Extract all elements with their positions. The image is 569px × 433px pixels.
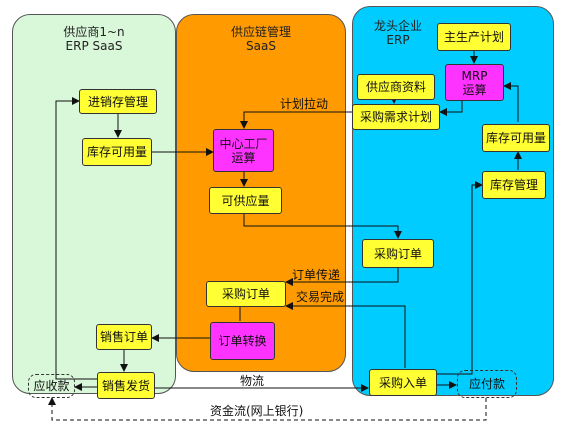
edge-supply-to-purchaseorder-core (243, 214, 402, 239)
lane-scm-title-line2: SaaS (246, 39, 276, 53)
node-available-stock-core[interactable]: 库存可用量 (482, 124, 550, 152)
node-mrp-calc[interactable]: MRP 运算 (445, 64, 504, 101)
lane-core-title-line1: 龙头企业 (373, 19, 422, 33)
lane-scm-title-line1: 供应链管理 (230, 25, 291, 39)
lane-supplier-title-line2: ERP SaaS (65, 39, 123, 53)
node-order-convert[interactable]: 订单转换 (210, 322, 275, 360)
node-purchase-receipt[interactable]: 采购入单 (369, 369, 437, 396)
node-inventory-mgmt-core[interactable]: 库存管理 (482, 171, 546, 199)
label-order-transfer: 订单传递 (292, 268, 341, 282)
node-purchase-order-scm[interactable]: 采购订单 (206, 281, 286, 307)
edge-receipt-to-invmgmt (432, 181, 483, 375)
node-sales-shipment[interactable]: 销售发货 (97, 372, 155, 399)
edge-order-transfer (285, 268, 399, 286)
edge-plandemand-to-central (240, 111, 352, 129)
lane-supplier: 供应商1~n ERP SaaS (12, 14, 176, 394)
lane-core-title-line2: ERP (386, 33, 410, 47)
edge-mrp-to-plandemand (439, 101, 463, 116)
node-master-production-plan[interactable]: 主生产计划 (437, 23, 511, 51)
node-available-stock-supplier[interactable]: 库存可用量 (82, 138, 152, 166)
label-cash-flow: 资金流(网上银行) (210, 404, 304, 418)
label-plan-pull: 计划拉动 (280, 97, 329, 111)
edge-stock-to-mrp (503, 82, 519, 122)
label-logistics: 物流 (240, 374, 265, 388)
node-inventory-mgmt-supplier[interactable]: 进销存管理 (79, 89, 157, 114)
node-purchase-order-core[interactable]: 采购订单 (362, 239, 434, 268)
node-central-factory-calc[interactable]: 中心工厂 运算 (213, 129, 274, 172)
node-receivable[interactable]: 应收款 (28, 374, 75, 398)
edge-cash-flow (48, 397, 487, 421)
node-central-factory-calc-line1: 中心工厂 (219, 136, 268, 151)
lane-supplier-title-line1: 供应商1~n (63, 25, 125, 39)
node-sales-order[interactable]: 销售订单 (96, 324, 152, 350)
node-mrp-calc-line1: MRP (461, 68, 488, 83)
lane-core-title: 龙头企业 ERP (243, 19, 553, 47)
node-central-factory-calc-line2: 运算 (231, 150, 256, 165)
node-payable[interactable]: 应付款 (457, 370, 517, 398)
label-trade-complete: 交易完成 (296, 290, 345, 304)
edge-trade-complete (285, 302, 406, 368)
node-mrp-calc-line2: 运算 (462, 82, 487, 97)
node-supplier-info[interactable]: 供应商资料 (357, 74, 435, 100)
edge-shipment-to-inventory (55, 97, 98, 380)
node-available-supply[interactable]: 可供应量 (209, 187, 282, 214)
node-purchase-demand-plan[interactable]: 采购需求计划 (352, 104, 440, 130)
lane-supplier-title: 供应商1~n ERP SaaS (13, 25, 175, 53)
lane-scm-title: 供应链管理 SaaS (177, 25, 345, 53)
